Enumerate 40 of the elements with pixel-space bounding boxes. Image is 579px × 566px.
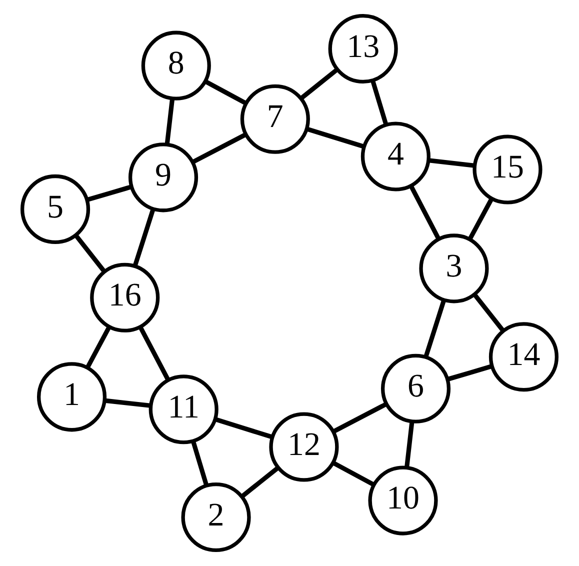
connector bbox=[332, 402, 388, 434]
node-circle: 4 bbox=[360, 122, 430, 192]
connector bbox=[104, 398, 151, 408]
connector bbox=[424, 299, 446, 358]
connector bbox=[164, 98, 175, 145]
node-circle: 5 bbox=[20, 174, 90, 244]
node-circle: 3 bbox=[419, 234, 489, 304]
connector bbox=[332, 460, 375, 487]
connector bbox=[132, 208, 156, 267]
connector bbox=[447, 364, 493, 382]
connector bbox=[138, 326, 170, 382]
connector bbox=[192, 132, 247, 164]
connector bbox=[214, 417, 274, 440]
node-circle: 1 bbox=[37, 362, 107, 432]
connector bbox=[472, 293, 505, 332]
node-circle: 10 bbox=[368, 466, 438, 536]
connector bbox=[428, 158, 475, 168]
node-circle: 2 bbox=[181, 482, 251, 552]
node-circle: 7 bbox=[240, 84, 310, 154]
connector bbox=[404, 422, 414, 468]
node-circle: 11 bbox=[148, 374, 218, 444]
node-circle: 15 bbox=[472, 134, 542, 204]
connector bbox=[370, 80, 388, 126]
connector bbox=[240, 466, 280, 498]
connector bbox=[468, 198, 494, 240]
connector bbox=[204, 79, 247, 106]
node-circle: 16 bbox=[90, 262, 160, 332]
connector bbox=[300, 68, 339, 100]
node-circle: 9 bbox=[128, 142, 198, 212]
node-circle: 14 bbox=[488, 322, 558, 392]
connector bbox=[74, 234, 106, 273]
connector bbox=[85, 326, 112, 369]
node-circle: 12 bbox=[269, 412, 339, 482]
node-circle: 8 bbox=[141, 30, 211, 100]
connector bbox=[306, 126, 364, 149]
connector bbox=[191, 440, 209, 486]
connector bbox=[86, 184, 132, 202]
connector bbox=[408, 184, 441, 240]
node-circle: 13 bbox=[328, 14, 398, 84]
node-circle: 6 bbox=[380, 354, 451, 424]
